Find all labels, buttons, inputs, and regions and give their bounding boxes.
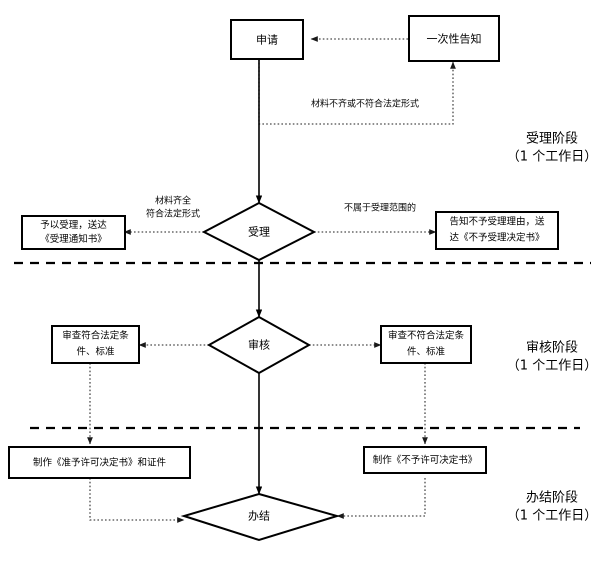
stage-label-completion: 办结阶段 （1 个工作日） <box>507 491 597 524</box>
edge-label-materials-complete-line1: 材料齐全 <box>155 195 191 207</box>
node-accept-no-line2: 达《不予受理决定书》 <box>449 232 544 244</box>
stage-label-review: 审核阶段 （1 个工作日） <box>507 341 597 374</box>
edge-apply-to-notice <box>258 59 456 125</box>
edge-label-materials-complete-line2: 符合法定形式 <box>146 208 200 220</box>
node-review-pass-line2: 件、标准 <box>76 346 115 358</box>
node-permit-deny-label: 制作《不予许可决定书》 <box>373 454 478 466</box>
node-finish[interactable]: 办结 <box>180 492 341 542</box>
node-accept-yes[interactable]: 予以受理，送达 《受理通知书》 <box>21 215 126 250</box>
node-review-fail[interactable]: 审查不符合法定条 件、标准 <box>380 325 472 364</box>
node-accept-label: 受理 <box>248 226 270 239</box>
node-accept-no-line1: 告知不予受理理由，送 <box>449 216 545 228</box>
node-accept[interactable]: 受理 <box>201 201 317 262</box>
node-review-fail-line1: 审查不符合法定条 <box>388 330 465 342</box>
edge-label-out-of-scope: 不属于受理范围的 <box>344 202 416 214</box>
edge-label-materials-incomplete: 材料不齐或不符合法定形式 <box>311 98 419 110</box>
edge-permit-deny-to-finish <box>336 478 426 519</box>
stage-review-name: 审核阶段 <box>526 341 578 356</box>
stage-completion-name: 办结阶段 <box>526 491 578 506</box>
node-permit-grant-label: 制作《准予许可决定书》和证件 <box>33 457 167 469</box>
stage-review-duration: （1 个工作日） <box>507 359 597 374</box>
node-review-fail-line2: 件、标准 <box>407 346 446 358</box>
node-apply[interactable]: 申请 <box>230 19 304 60</box>
node-review-pass[interactable]: 审查符合法定条 件、标准 <box>51 325 140 364</box>
node-permit-grant[interactable]: 制作《准予许可决定书》和证件 <box>8 446 191 479</box>
node-one-time-notice[interactable]: 一次性告知 <box>408 15 500 62</box>
node-one-time-notice-label: 一次性告知 <box>427 32 482 46</box>
node-review-pass-line1: 审查符合法定条 <box>62 330 129 342</box>
edge-permit-grant-to-finish <box>89 478 185 523</box>
node-apply-label: 申请 <box>256 34 278 47</box>
node-accept-no[interactable]: 告知不予受理理由，送 达《不予受理决定书》 <box>435 211 559 250</box>
node-accept-yes-line2: 《受理通知书》 <box>40 233 107 245</box>
stage-acceptance-name: 受理阶段 <box>526 132 578 147</box>
node-review-label: 审核 <box>248 338 270 352</box>
stage-completion-duration: （1 个工作日） <box>507 509 597 524</box>
stage-label-acceptance: 受理阶段 （1 个工作日） <box>507 132 597 165</box>
node-permit-deny[interactable]: 制作《不予许可决定书》 <box>363 446 487 474</box>
stage-acceptance-duration: （1 个工作日） <box>507 150 597 165</box>
node-accept-yes-line1: 予以受理，送达 <box>40 219 107 231</box>
node-finish-label: 办结 <box>248 510 270 523</box>
node-review[interactable]: 审核 <box>206 315 312 375</box>
